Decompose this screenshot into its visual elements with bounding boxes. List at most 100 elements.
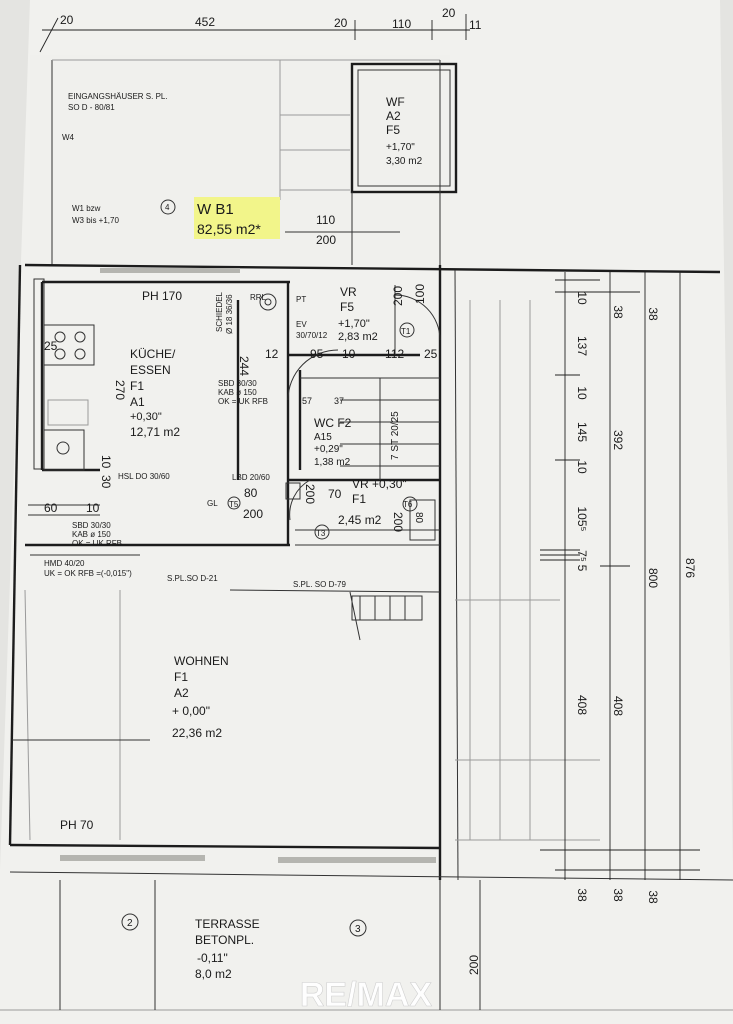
- right-dim-c2-0: 38: [611, 305, 625, 319]
- right-dim-c1-6: 7⁵: [575, 550, 589, 562]
- wf-name: WF: [386, 95, 405, 109]
- vr2-area: 2,45 m2: [338, 513, 382, 527]
- sbd-2: SBD 30/30: [72, 521, 111, 530]
- label-ev: EV: [296, 320, 307, 329]
- terrace-level: -0,11": [197, 951, 228, 965]
- hmd-2: UK = OK RFB =(-0,015"): [44, 569, 132, 578]
- dim-200-b: 200: [303, 484, 317, 504]
- right-dim-c1-2: 10: [575, 386, 589, 400]
- dim-57: 57: [302, 396, 312, 406]
- kitchen-level: +0,30": [130, 411, 162, 423]
- right-dim-c1-9: 38: [575, 888, 589, 902]
- kitchen-f1: F1: [130, 379, 144, 393]
- label-pt: PT: [296, 295, 306, 304]
- wf-a2: A2: [386, 109, 401, 123]
- dim-80-b: 80: [413, 512, 424, 524]
- living-area: 22,36 m2: [172, 726, 222, 740]
- right-dim-c1-5: 105⁵: [575, 507, 589, 532]
- right-dim-c4-0: 876: [683, 558, 697, 578]
- wc-name: WC F2: [314, 416, 352, 430]
- right-dim-c1-1: 137: [575, 336, 589, 356]
- wf-level: +1,70": [386, 142, 415, 153]
- door-t6: T6: [403, 500, 413, 509]
- wc-level: +0,29": [314, 444, 343, 455]
- wc-a15: A15: [314, 432, 332, 443]
- kitchen-name-2: ESSEN: [130, 363, 171, 377]
- right-dim-c3-2: 38: [646, 890, 660, 904]
- wf-f5: F5: [386, 123, 400, 137]
- dim-30: 30: [99, 475, 113, 489]
- wf-area: 3,30 m2: [386, 156, 423, 167]
- right-dim-c1-0: 10: [575, 291, 589, 305]
- dim-37: 37: [334, 396, 344, 406]
- kitchen-name: KÜCHE/: [130, 347, 176, 361]
- dim-270: 270: [113, 380, 127, 400]
- dim-25-left: 25: [44, 339, 58, 353]
- right-dim-c1-7: 5: [575, 565, 589, 572]
- door-t5: T5: [229, 500, 239, 509]
- dim-60: 60: [44, 501, 58, 515]
- stair-label: 7 ST 20/25: [390, 411, 401, 460]
- axis-2: 2: [127, 918, 133, 929]
- unit-name: W B1: [197, 201, 234, 218]
- right-dim-c1-8: 408: [575, 695, 589, 715]
- dim-10-b: 10: [99, 455, 113, 469]
- terrace-type: BETONPL.: [195, 933, 254, 947]
- label-eingang: EINGANGSHÄUSER S. PL.: [68, 92, 168, 101]
- vr-f5: F5: [340, 300, 354, 314]
- living-name: WOHNEN: [174, 654, 229, 668]
- wc-area: 1,38 m2: [314, 457, 351, 468]
- dim-200-a: 200: [243, 507, 263, 521]
- right-dim-c3-0: 38: [646, 307, 660, 321]
- spl-1: S.PL.SO D-21: [167, 574, 218, 583]
- ph-70: PH 70: [60, 818, 94, 832]
- dim-244: 244: [237, 356, 251, 376]
- dim-110: 110: [316, 213, 335, 227]
- vr-name: VR: [340, 285, 357, 299]
- dim-100: 100: [413, 284, 427, 304]
- dim-70: 70: [328, 487, 342, 501]
- right-dim-c2-2: 408: [611, 696, 625, 716]
- right-dim-c1-3: 145: [575, 422, 589, 442]
- living-level: + 0,00": [172, 704, 210, 718]
- dim-12: 12: [265, 347, 279, 361]
- top-dim-11: 11: [469, 18, 482, 32]
- terrace-area: 8,0 m2: [195, 967, 232, 981]
- dim-200-bottom: 200: [467, 955, 481, 975]
- dim-200-vr: 200: [391, 286, 405, 306]
- sbd-1: SBD 30/30: [218, 379, 257, 388]
- top-dim-20-a: 20: [60, 13, 74, 27]
- door-t1: T1: [401, 327, 411, 336]
- living-f1: F1: [174, 670, 188, 684]
- label-ev-2: 30/70/12: [296, 331, 328, 340]
- dim-10: 10: [342, 347, 356, 361]
- vr2-name: VR +0,30": [352, 477, 407, 491]
- dim-25: 25: [424, 347, 438, 361]
- vr2-f1: F1: [352, 492, 366, 506]
- right-dim-c2-1: 392: [611, 430, 625, 450]
- vr-area: 2,83 m2: [338, 331, 378, 343]
- label-gl: GL: [207, 499, 218, 508]
- label-lbd: LBD 20/60: [232, 473, 270, 482]
- living-a2: A2: [174, 686, 189, 700]
- sbd-2b: KAB ø 150: [72, 530, 111, 539]
- top-dim-20-c: 20: [442, 6, 456, 20]
- unit-area: 82,55 m2*: [197, 221, 261, 237]
- right-dim-c2-3: 38: [611, 888, 625, 902]
- label-hsl: HSL DO 30/60: [118, 472, 170, 481]
- right-dim-c3-1: 800: [646, 568, 660, 588]
- dim-112: 112: [385, 347, 404, 361]
- sbd-1c: OK = UK RFB: [218, 397, 268, 406]
- door-t3: T3: [316, 529, 326, 538]
- axis-3: 3: [355, 924, 361, 935]
- label-schiedel: SCHIEDEL: [215, 291, 224, 332]
- dim-10-a: 10: [86, 501, 100, 515]
- ph-170: PH 170: [142, 289, 182, 303]
- kitchen-area: 12,71 m2: [130, 425, 180, 439]
- axis-4: 4: [165, 203, 170, 212]
- dim-200-top: 200: [316, 233, 336, 247]
- label-eingang-2: SO D - 80/81: [68, 103, 115, 112]
- sbd-1b: KAB ø 150: [218, 388, 257, 397]
- label-w1: W1 bzw: [72, 204, 101, 213]
